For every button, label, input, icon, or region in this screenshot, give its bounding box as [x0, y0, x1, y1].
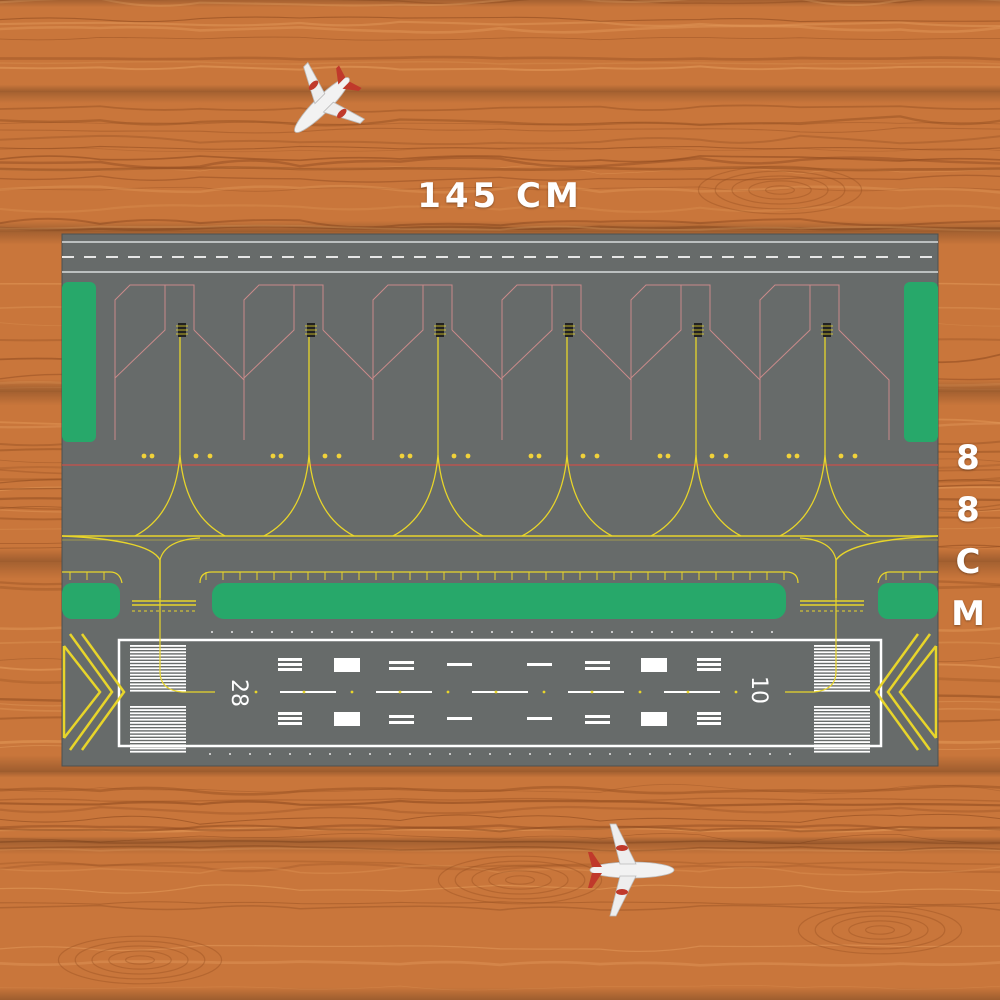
stand-light — [665, 453, 671, 459]
gate-stand — [243, 284, 374, 537]
centerline-dash — [280, 691, 336, 693]
aiming-point-block — [641, 712, 667, 726]
touchdown-bar — [585, 661, 610, 664]
touchdown-bar — [278, 668, 302, 671]
touchdown-bar — [447, 717, 472, 720]
airplane-icon — [294, 61, 366, 133]
hold-line-right — [800, 600, 864, 612]
stand-light — [528, 453, 534, 459]
stand-light — [278, 453, 284, 459]
stand-light — [723, 453, 729, 459]
stand-light — [838, 453, 844, 459]
touchdown-bar — [389, 661, 414, 664]
touchdown-bar — [697, 712, 721, 715]
touchdown-bar — [527, 717, 552, 720]
taxiway — [61, 535, 939, 755]
grass-right-lower — [878, 583, 938, 619]
stand-light — [786, 453, 792, 459]
runway-designator-10: 10 — [746, 676, 771, 704]
touchdown-bar — [697, 717, 721, 720]
stand-light — [322, 453, 328, 459]
runway-centerline — [254, 690, 738, 694]
height-char: C — [955, 542, 981, 582]
stand-light — [207, 453, 213, 459]
stand-light — [594, 453, 600, 459]
height-dimension-label: 8 8 C M — [948, 432, 988, 640]
stand-light — [407, 453, 413, 459]
threshold-bars-left — [130, 645, 186, 753]
blast-pad-chevrons-left — [62, 633, 126, 751]
stand-light — [852, 453, 858, 459]
gate-stand — [630, 284, 761, 537]
stand-light — [336, 453, 342, 459]
touchdown-bar — [389, 667, 414, 670]
grass-areas — [62, 282, 938, 619]
runway-edge-lights — [209, 631, 791, 755]
touchdown-bar — [697, 663, 721, 666]
grass-left-lower — [62, 583, 120, 619]
touchdown-bar — [697, 722, 721, 725]
gate-stand — [759, 284, 890, 537]
stand-light — [794, 453, 800, 459]
touchdown-bar — [278, 712, 302, 715]
centerline-dash — [664, 691, 720, 693]
touchdown-bar — [697, 668, 721, 671]
touchdown-bar — [389, 715, 414, 718]
hold-line-left — [132, 600, 196, 612]
centerline-dash — [472, 691, 528, 693]
centerline-dash — [568, 691, 624, 693]
stand-light — [709, 453, 715, 459]
gate-stand — [501, 284, 632, 537]
touchdown-zone-markings — [278, 658, 721, 726]
stand-light — [270, 453, 276, 459]
touchdown-bar — [527, 663, 552, 666]
airport-mat: 28 10 — [61, 233, 939, 767]
stand-light — [399, 453, 405, 459]
touchdown-bar — [585, 721, 610, 724]
grass-left-upper — [62, 282, 96, 442]
aiming-point-block — [641, 658, 667, 672]
touchdown-bar — [278, 658, 302, 661]
stand-light — [657, 453, 663, 459]
gate-stands — [114, 284, 890, 537]
height-char: M — [951, 594, 985, 634]
aiming-point-block — [334, 712, 360, 726]
stand-light — [536, 453, 542, 459]
grass-right-upper — [904, 282, 938, 442]
height-char: 8 — [956, 438, 980, 478]
touchdown-bar — [389, 721, 414, 724]
width-dimension-label: 145 CM — [417, 176, 583, 216]
airplane-icon — [588, 823, 675, 917]
stand-light — [141, 453, 147, 459]
height-char: 8 — [956, 490, 980, 530]
runway-designator-28: 28 — [226, 679, 251, 707]
stand-light — [580, 453, 586, 459]
taxiway-edge-ticks — [69, 572, 921, 580]
touchdown-bar — [585, 715, 610, 718]
grass-center-strip — [212, 583, 786, 619]
touchdown-bar — [278, 663, 302, 666]
touchdown-bar — [278, 717, 302, 720]
stand-light — [193, 453, 199, 459]
threshold-bars-right — [814, 645, 870, 753]
stand-light — [451, 453, 457, 459]
blast-pad-chevrons-right — [874, 633, 938, 751]
touchdown-bar — [278, 722, 302, 725]
touchdown-bar — [697, 658, 721, 661]
aiming-point-block — [334, 658, 360, 672]
stand-light — [149, 453, 155, 459]
touchdown-bar — [585, 667, 610, 670]
touchdown-bar — [447, 663, 472, 666]
centerline-dash — [376, 691, 432, 693]
runway: 28 10 — [62, 598, 938, 753]
service-road — [62, 241, 938, 273]
stand-light — [465, 453, 471, 459]
